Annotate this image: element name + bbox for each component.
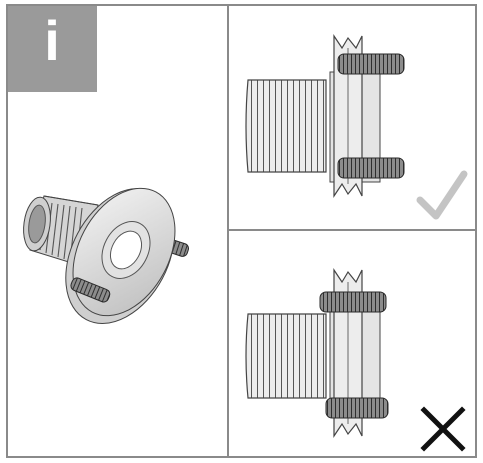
incorrect-stud-top bbox=[319, 291, 387, 313]
correct-stud-top bbox=[337, 53, 405, 75]
info-badge-background bbox=[8, 6, 97, 92]
info-icon: i bbox=[44, 9, 60, 72]
incorrect-stud-bottom bbox=[325, 397, 389, 419]
threaded-stud-lower bbox=[70, 277, 111, 303]
fitting-perspective-illustration bbox=[23, 187, 189, 324]
correct-assembly-illustration bbox=[245, 34, 468, 220]
cross-icon bbox=[420, 406, 466, 452]
incorrect-assembly-illustration bbox=[245, 268, 466, 452]
checkmark-icon bbox=[416, 170, 468, 220]
info-badge: i bbox=[8, 6, 97, 92]
correct-stud-bottom bbox=[337, 157, 405, 179]
